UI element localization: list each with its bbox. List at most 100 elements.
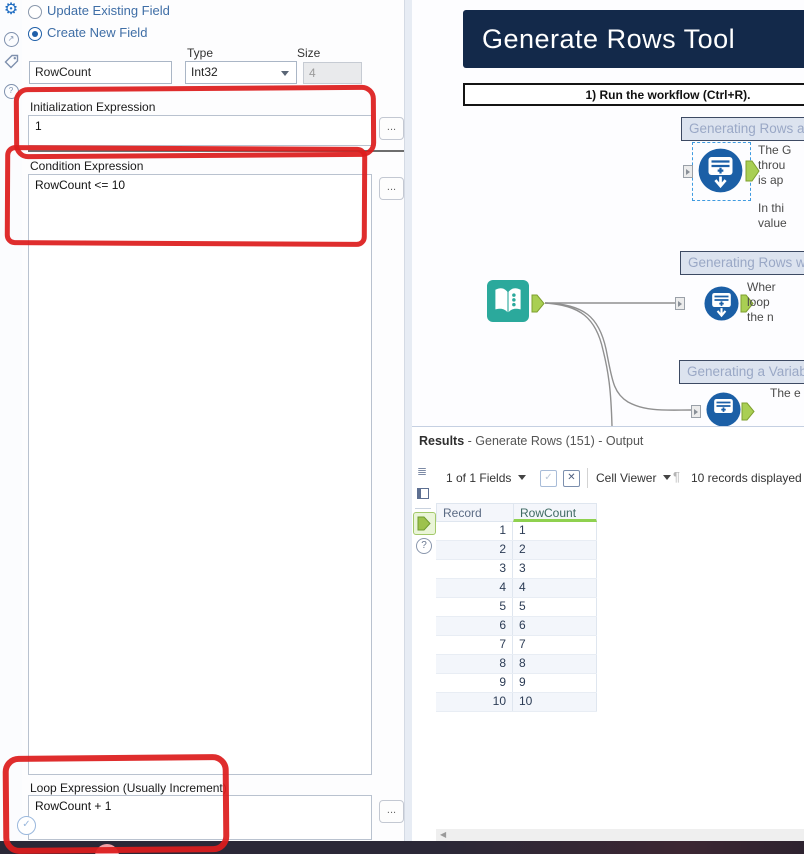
field-name-input[interactable]: RowCount [29, 61, 172, 84]
navigation-icon[interactable]: ↗ [3, 28, 19, 47]
radio-update-existing-field[interactable] [28, 5, 42, 19]
comment-run-workflow[interactable]: 1) Run the workflow (Ctrl+R). [463, 83, 804, 106]
rowcount-value-cell: 7 [513, 636, 597, 654]
size-input: 4 [303, 62, 362, 84]
layout-panel-icon[interactable] [417, 488, 429, 499]
rowcount-value-cell: 4 [513, 579, 597, 597]
generate-rows-config-panel: Update Existing Field Create New Field T… [22, 0, 404, 841]
chevron-down-icon [281, 71, 289, 76]
loop-expression-input[interactable]: RowCount + 1 [28, 795, 372, 840]
results-title-rest: - Generate Rows (151) - Output [464, 434, 644, 448]
loop-expression-editor-button[interactable]: ... [379, 800, 404, 823]
loop-expression-label: Loop Expression (Usually Increment) [30, 781, 227, 795]
container-3-note: The e [770, 386, 801, 400]
left-toolbar: ⚙ ↗ ? [0, 0, 23, 841]
rowcount-value-cell: 1 [513, 522, 597, 540]
record-number-cell: 5 [436, 598, 513, 616]
help-icon[interactable]: ? [416, 538, 432, 554]
record-number-cell: 6 [436, 617, 513, 635]
container-1-note-2: In thi value [758, 201, 787, 231]
rowcount-value-cell: 10 [513, 693, 597, 711]
connection-lines [544, 302, 692, 426]
select-fields-check-icon[interactable]: ✓ [540, 470, 557, 487]
type-select[interactable]: Int32 [185, 61, 297, 84]
generate-rows-tool-icon-2[interactable] [704, 286, 739, 321]
container-1-note: The G throu is ap [758, 143, 792, 188]
comment-banner-generate-rows-tool[interactable]: Generate Rows Tool [463, 10, 804, 68]
whitespace-pilcrow-icon[interactable]: ¶ [673, 469, 680, 484]
initialization-expression-input[interactable]: 1 [28, 115, 372, 146]
record-number-cell: 7 [436, 636, 513, 654]
rowcount-value-cell: 6 [513, 617, 597, 635]
container-header-1[interactable]: Generating Rows as [681, 117, 804, 141]
column-header-record[interactable]: Record [436, 503, 514, 522]
generate-rows-tool-icon-1[interactable] [698, 148, 743, 193]
taskbar-pink-circle [95, 844, 119, 854]
workflow-canvas[interactable]: Generate Rows Tool 1) Run the workflow (… [412, 0, 804, 426]
column-header-rowcount[interactable]: RowCount [513, 503, 597, 522]
results-title-bold: Results [419, 434, 465, 448]
tool-3-output-anchor[interactable] [741, 402, 755, 421]
initialization-expression-editor-button[interactable]: ... [379, 117, 404, 140]
text-input-tool-icon[interactable] [487, 280, 529, 322]
type-select-value: Int32 [191, 65, 218, 79]
generate-rows-tool-icon-3[interactable] [706, 392, 741, 426]
panel-splitter[interactable] [404, 0, 413, 841]
tag-icon[interactable] [3, 54, 19, 70]
radio-create-new-label: Create New Field [47, 25, 148, 40]
record-number-cell: 3 [436, 560, 513, 578]
rowcount-value-cell: 8 [513, 655, 597, 673]
radio-create-new-field[interactable] [28, 27, 42, 41]
tool-2-output-anchor[interactable] [740, 294, 754, 313]
results-panel-title: Results - Generate Rows (151) - Output [419, 434, 643, 448]
section-divider [28, 150, 404, 152]
taskbar[interactable] [0, 841, 804, 854]
rowcount-value-cell: 5 [513, 598, 597, 616]
record-number-cell: 9 [436, 674, 513, 692]
rowcount-value-cell: 9 [513, 674, 597, 692]
scroll-left-arrow-icon[interactable]: ◀ [440, 830, 447, 839]
container-header-2[interactable]: Generating Rows wit [680, 251, 804, 275]
record-number-cell: 8 [436, 655, 513, 673]
results-panel: Results - Generate Rows (151) - Output 1… [412, 426, 804, 842]
tool-3-input-anchor[interactable] [691, 405, 701, 418]
container-2-note: Wher loop the n [747, 280, 776, 325]
horizontal-scrollbar[interactable]: ◀ [436, 829, 804, 842]
check-circle-icon: ✓ [17, 816, 36, 835]
size-label: Size [297, 46, 321, 60]
metadata-list-icon[interactable]: ≣ [417, 464, 428, 478]
chevron-down-icon [663, 475, 672, 480]
cell-viewer-dropdown[interactable]: Cell Viewer [596, 471, 672, 485]
text-input-output-anchor[interactable] [531, 294, 545, 313]
toolbar-separator [587, 468, 588, 488]
deselect-fields-x-icon[interactable]: ✕ [563, 470, 580, 487]
help-icon[interactable]: ? [3, 80, 19, 99]
configuration-gear-icon[interactable]: ⚙ [3, 1, 19, 18]
strip-divider [415, 508, 431, 509]
condition-expression-input[interactable]: RowCount <= 10 [28, 174, 372, 775]
tool-1-output-anchor[interactable] [745, 160, 760, 182]
condition-expression-editor-button[interactable]: ... [379, 177, 404, 200]
radio-update-existing-label: Update Existing Field [47, 3, 170, 18]
condition-expression-label: Condition Expression [30, 159, 144, 173]
fields-dropdown[interactable]: 1 of 1 Fields [446, 471, 527, 485]
tool-1-input-anchor[interactable] [683, 165, 693, 178]
rowcount-value-cell: 2 [513, 541, 597, 559]
record-number-cell: 1 [436, 522, 513, 540]
record-number-cell: 10 [436, 693, 513, 711]
container-header-3[interactable]: Generating a Variabl [679, 360, 804, 384]
output-anchor-button[interactable] [413, 512, 436, 535]
tool-2-input-anchor[interactable] [675, 297, 685, 310]
